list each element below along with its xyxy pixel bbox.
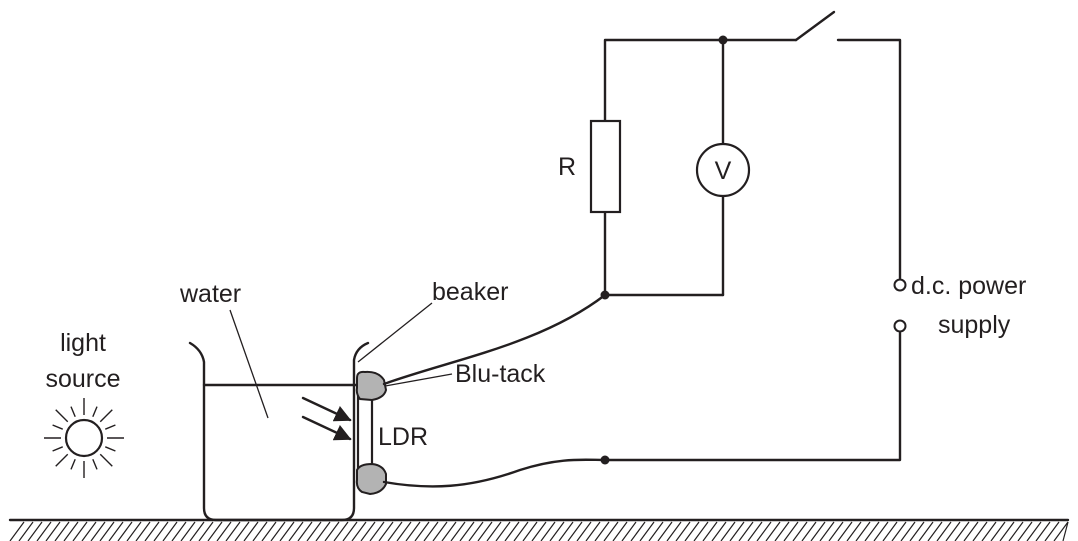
source-label: source xyxy=(45,365,120,393)
junction-top xyxy=(718,35,728,45)
beaker xyxy=(188,341,370,522)
resistor xyxy=(589,119,622,214)
blutack-leader-line xyxy=(373,373,453,389)
supply-terminal-positive xyxy=(893,278,907,292)
light-label: light xyxy=(60,329,106,357)
junction-bottom xyxy=(600,455,610,465)
ldr-label: LDR xyxy=(378,423,428,451)
junction-mid xyxy=(600,290,610,300)
circuit-wiring xyxy=(603,38,902,462)
water-label: water xyxy=(179,280,241,308)
switch-lever[interactable] xyxy=(794,10,836,42)
ground-surface xyxy=(8,518,1070,541)
ldr-component xyxy=(356,388,374,472)
supply-label-line1: d.c. power xyxy=(911,272,1026,300)
blutack-label: Blu-tack xyxy=(455,360,546,388)
ground-hatching xyxy=(9,521,1069,541)
beaker-label: beaker xyxy=(432,278,508,306)
light-arrow-2 xyxy=(301,415,352,441)
beaker-leader-line xyxy=(357,302,433,363)
water-leader-line xyxy=(229,309,269,419)
wire-ldr-bottom xyxy=(382,458,607,488)
supply-terminal-negative xyxy=(893,319,907,333)
wire-ldr-top xyxy=(382,293,607,386)
voltmeter-label: V xyxy=(715,157,732,185)
resistor-label: R xyxy=(558,153,576,181)
voltmeter-icon xyxy=(695,142,751,198)
light-arrow-1 xyxy=(301,396,352,422)
blutack-top xyxy=(355,370,388,402)
light-source-icon xyxy=(44,398,124,478)
supply-label-line2: supply xyxy=(938,311,1011,339)
blutack-bottom xyxy=(355,462,387,496)
